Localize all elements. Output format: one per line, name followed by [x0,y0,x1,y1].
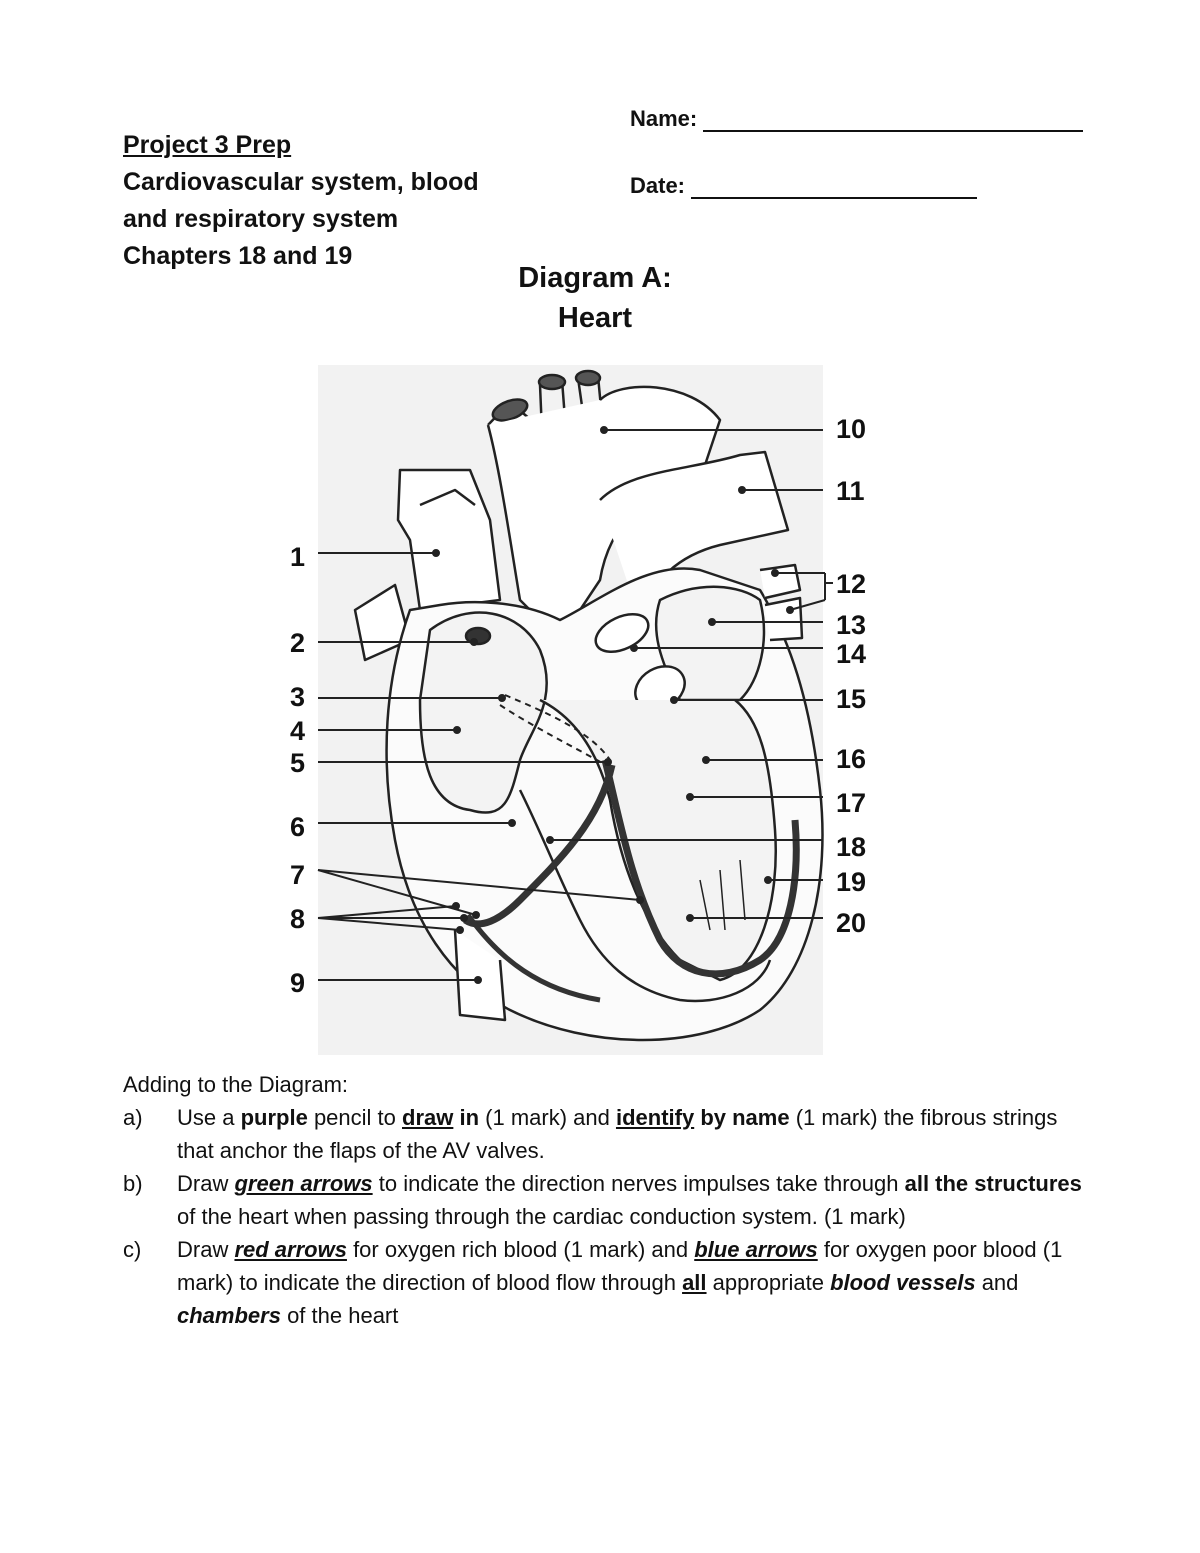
text-span: for oxygen rich blood (1 mark) and [347,1237,694,1262]
instruction-b-marker: b) [123,1167,143,1200]
emphasis-chambers: chambers [177,1303,281,1328]
label-12: 12 [836,569,866,599]
label-9: 9 [290,968,305,998]
instructions-heading: Adding to the Diagram: [123,1068,1083,1101]
label-14: 14 [836,639,866,669]
instruction-a-marker: a) [123,1101,143,1134]
label-3: 3 [290,682,305,712]
label-4: 4 [290,716,305,746]
text-span: Draw [177,1237,234,1262]
emphasis-blue-arrows: blue arrows [694,1237,817,1262]
label-2: 2 [290,628,305,658]
date-label: Date: [630,173,685,198]
text-span: of the heart [281,1303,398,1328]
label-15: 15 [836,684,866,714]
emphasis-blood-vessels: blood vessels [830,1270,976,1295]
diagram-title-line-1: Diagram A: [440,258,750,298]
worksheet-header: Project 3 Prep Cardiovascular system, bl… [123,127,479,275]
text-span: of the heart when passing through the ca… [177,1204,906,1229]
label-17: 17 [836,788,866,818]
heart-diagram: 1 2 3 4 5 6 7 8 9 10 11 12 13 14 15 16 1… [0,340,1200,1060]
date-blank-line[interactable] [691,175,977,199]
worksheet-title: Project 3 Prep [123,127,479,164]
emphasis-draw: draw [402,1105,453,1130]
subtitle-line-1: Cardiovascular system, blood [123,164,479,201]
text-span: Draw [177,1171,234,1196]
right-number-labels: 10 11 12 13 14 15 16 17 18 19 20 [836,414,866,938]
label-16: 16 [836,744,866,774]
instruction-c: c) Draw red arrows for oxygen rich blood… [123,1233,1083,1332]
emphasis-green-arrows: green arrows [234,1171,372,1196]
diagram-title: Diagram A: Heart [440,258,750,338]
label-10: 10 [836,414,866,444]
label-20: 20 [836,908,866,938]
emphasis-all-structures: all the structures [905,1171,1082,1196]
instruction-a: a) Use a purple pencil to draw in (1 mar… [123,1101,1083,1167]
text-span: and [976,1270,1019,1295]
text-span: appropriate [707,1270,831,1295]
instruction-c-marker: c) [123,1233,141,1266]
label-13: 13 [836,610,866,640]
instructions: Adding to the Diagram: a) Use a purple p… [123,1068,1083,1332]
emphasis-red-arrows: red arrows [234,1237,347,1262]
left-number-labels: 1 2 3 4 5 6 7 8 9 [290,542,305,998]
heart-illustration [318,365,823,1055]
emphasis-by-name: by name [694,1105,789,1130]
name-blank-line[interactable] [703,108,1083,132]
text-span: (1 mark) and [479,1105,616,1130]
label-19: 19 [836,867,866,897]
label-8: 8 [290,904,305,934]
label-1: 1 [290,542,305,572]
emphasis-identify: identify [616,1105,694,1130]
text-span: pencil to [308,1105,402,1130]
date-field[interactable]: Date: [630,173,977,199]
label-11: 11 [836,476,865,506]
emphasis-in: in [453,1105,479,1130]
label-6: 6 [290,812,305,842]
diagram-title-line-2: Heart [440,298,750,338]
emphasis-all: all [682,1270,706,1295]
name-field[interactable]: Name: [630,106,1083,132]
text-span: Use a [177,1105,241,1130]
label-18: 18 [836,832,866,862]
instruction-b: b) Draw green arrows to indicate the dir… [123,1167,1083,1233]
emphasis-purple: purple [241,1105,308,1130]
label-7: 7 [290,860,305,890]
name-label: Name: [630,106,697,131]
text-span: to indicate the direction nerves impulse… [373,1171,905,1196]
subtitle-line-2: and respiratory system [123,201,479,238]
label-5: 5 [290,748,305,778]
chapters-line: Chapters 18 and 19 [123,238,479,275]
